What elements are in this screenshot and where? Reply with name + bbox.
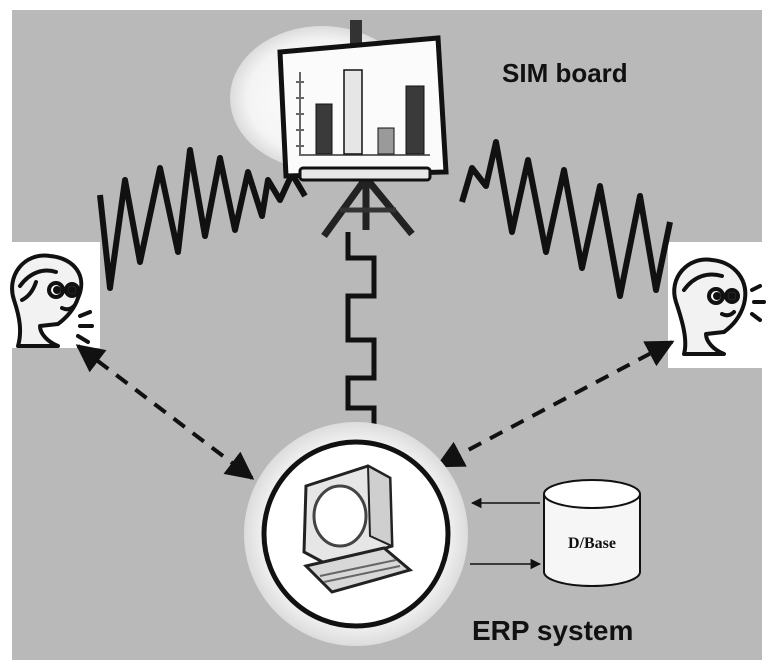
database-label: D/Base xyxy=(568,535,616,552)
erp-system-label: ERP system xyxy=(472,615,633,646)
sim-board-label: SIM board xyxy=(502,58,628,88)
arrow-left-person-erp xyxy=(75,344,255,480)
arrow-right-person-erp xyxy=(435,340,675,468)
person-right-icon xyxy=(672,257,766,356)
database-icon xyxy=(543,479,641,587)
person-left-icon xyxy=(10,253,94,348)
easel-chart-icon xyxy=(230,20,449,239)
squiggle-right xyxy=(459,139,673,299)
squiggle-left xyxy=(97,147,308,291)
computer-icon xyxy=(244,422,468,646)
